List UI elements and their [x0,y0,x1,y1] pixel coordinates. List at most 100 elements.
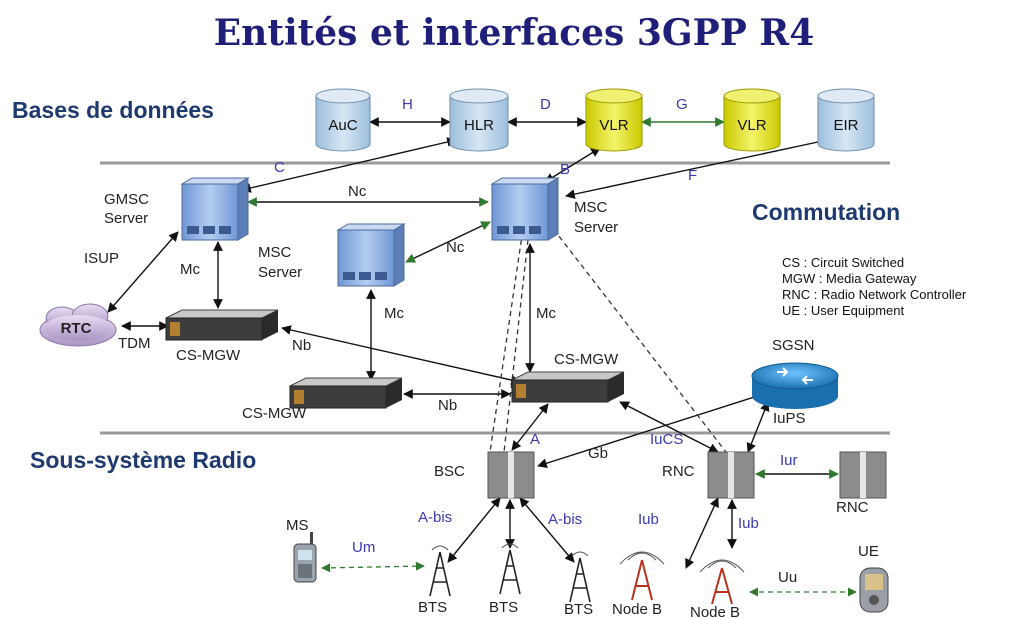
bsc-node [487,451,535,499]
label-msc-right-2: Server [574,219,618,236]
link-hlr-gmsc [241,137,457,193]
if-a: A [530,431,540,448]
if-isup: ISUP [84,250,119,267]
rnc-node-2 [839,451,887,499]
link-um [321,561,425,573]
label-bts-1: BTS [418,599,447,616]
dashed-msc-rnc [547,221,727,453]
bts-tower-3-icon [569,551,591,603]
label-nodeb-2: Node B [690,604,740,619]
legend-item-rnc: RNC : Radio Network Controller [782,287,967,302]
db-vlr-2: VLR [723,88,781,152]
if-mc-mid: Mc [384,305,404,322]
link-nc-mid [405,221,491,263]
db-hlr-label: HLR [464,117,494,134]
label-mgw-right: CS-MGW [554,351,619,368]
page-title: Entités et interfaces 3GPP R4 [214,12,815,54]
link-gb [537,390,771,468]
if-d: D [540,96,551,113]
if-h: H [402,96,413,113]
dashed-msc-bsc [489,221,525,453]
label-bsc: BSC [434,463,465,480]
link-iups [746,401,770,453]
label-mgw-left: CS-MGW [176,347,241,364]
dashed-msc-bsc-2 [503,221,531,453]
link-abis-right [519,497,575,563]
label-gmsc-2: Server [104,210,148,227]
label-rtc: RTC [61,320,92,337]
db-eir-label: EIR [833,117,858,134]
if-nc-top: Nc [348,183,367,200]
if-um: Um [352,539,375,556]
db-vlr-1: VLR [585,88,643,152]
db-auc: AuC [315,88,371,152]
if-iub-right: Iub [738,515,759,532]
mgw-left [165,309,279,341]
db-vlr-2-label: VLR [737,117,766,134]
label-nodeb-1: Node B [612,601,662,618]
label-ms: MS [286,517,309,534]
db-vlr-1-label: VLR [599,117,628,134]
link-vlr-msc [544,147,601,183]
server-gmsc [180,177,250,241]
link-iub-left [685,497,719,569]
legend: CS : Circuit Switched MGW : Media Gatewa… [782,255,967,318]
link-abis-left [447,497,501,563]
label-sgsn: SGSN [772,337,815,354]
link-eir-msc [565,141,819,199]
db-eir: EIR [817,88,875,152]
if-uu: Uu [778,569,797,586]
bts-tower-2-icon [499,543,521,595]
bts-tower-1-icon [429,545,451,597]
ue-phone-icon [859,567,889,613]
legend-item-mgw: MGW : Media Gateway [782,271,917,286]
server-msc-mid [336,223,406,287]
if-tdm: TDM [118,335,151,352]
label-bts-3: BTS [564,601,593,618]
label-gmsc-1: GMSC [104,191,149,208]
if-iur: Iur [780,452,798,469]
label-rnc-2: RNC [836,499,869,516]
mgw-right [511,371,625,403]
mgw-bottom [289,377,403,409]
nodeb-tower-1-icon [619,551,665,601]
label-iups: IuPS [773,410,806,427]
if-gb: Gb [588,445,608,462]
label-mgw-bottom: CS-MGW [242,405,307,422]
if-c: C [274,159,285,176]
legend-item-cs: CS : Circuit Switched [782,255,904,270]
section-switching: Commutation [752,199,900,225]
db-hlr: HLR [449,88,509,152]
if-nc-mid: Nc [446,239,465,256]
rtc-cloud: RTC [39,303,117,347]
if-nb-bottom: Nb [438,397,457,414]
label-ue: UE [858,543,879,560]
server-msc-right [490,177,560,241]
if-g: G [676,96,688,113]
ms-phone-icon [293,532,317,583]
label-msc-mid-2: Server [258,264,302,281]
if-iucs: IuCS [650,431,683,448]
if-nb-left: Nb [292,337,311,354]
if-f: F [688,167,697,184]
link-isup [107,231,179,313]
label-msc-right-1: MSC [574,199,608,216]
if-abis-right: A-bis [548,511,582,528]
label-rnc-1: RNC [662,463,695,480]
legend-item-ue: UE : User Equipment [782,303,904,318]
sgsn-router [751,362,839,409]
section-databases: Bases de données [12,97,214,123]
if-mc-right: Mc [536,305,556,322]
if-abis-left: A-bis [418,509,452,526]
section-radio: Sous-système Radio [30,447,256,473]
db-auc-label: AuC [328,117,357,134]
if-mc-left: Mc [180,261,200,278]
label-msc-mid-1: MSC [258,244,292,261]
if-b: B [560,161,570,178]
label-bts-2: BTS [489,599,518,616]
router-arrows-icon [777,367,813,385]
link-nb-left [281,325,521,385]
nodeb-tower-2-icon [699,559,745,605]
